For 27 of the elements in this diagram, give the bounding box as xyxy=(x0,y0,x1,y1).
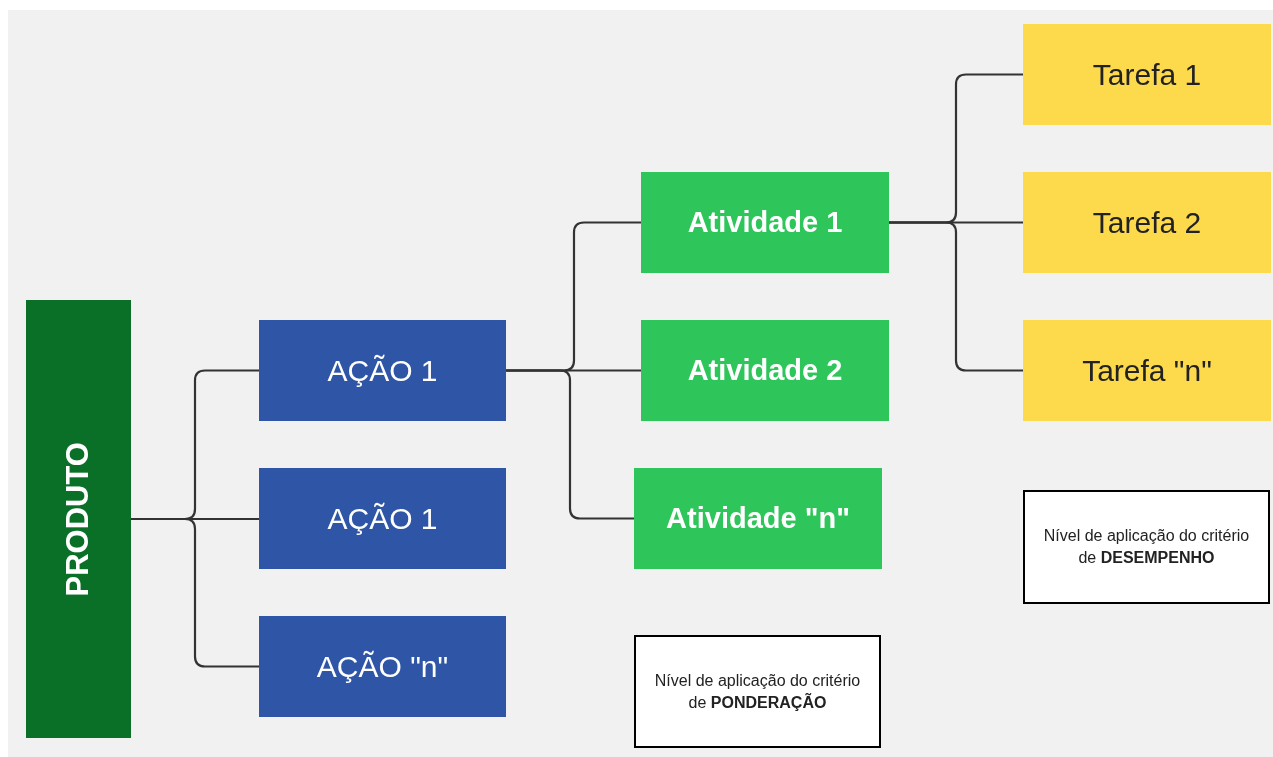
connector-line xyxy=(889,221,1023,372)
node-label: AÇÃO "n" xyxy=(316,649,449,685)
activity-box xyxy=(641,172,889,273)
node-label: Nível de aplicação do critério de DESEMPENHO xyxy=(1042,526,1251,568)
product-bar xyxy=(26,300,131,738)
note-box xyxy=(634,635,881,748)
node-label: Atividade 1 xyxy=(687,204,843,240)
node-label: PRODUTO xyxy=(59,441,97,597)
connector-line xyxy=(131,517,259,668)
activity-box xyxy=(641,320,889,421)
node-label: AÇÃO 1 xyxy=(327,501,438,537)
task-box xyxy=(1023,172,1271,273)
connector-line xyxy=(506,369,634,520)
action-box xyxy=(259,468,506,569)
node-label: Tarefa 2 xyxy=(1092,205,1202,241)
node-label: Tarefa "n" xyxy=(1082,353,1212,389)
node-label: Atividade "n" xyxy=(666,500,850,536)
action-box xyxy=(259,616,506,717)
task-box xyxy=(1023,320,1271,421)
node-label: Atividade 2 xyxy=(687,352,843,388)
node-label: AÇÃO 1 xyxy=(327,353,438,389)
task-box xyxy=(1023,24,1271,125)
note-box xyxy=(1023,490,1270,604)
node-label: Nível de aplicação do critério de PONDERAÇÃO xyxy=(653,670,862,713)
activity-box xyxy=(634,468,882,569)
action-box xyxy=(259,320,506,421)
node-label: Tarefa 1 xyxy=(1092,57,1202,93)
